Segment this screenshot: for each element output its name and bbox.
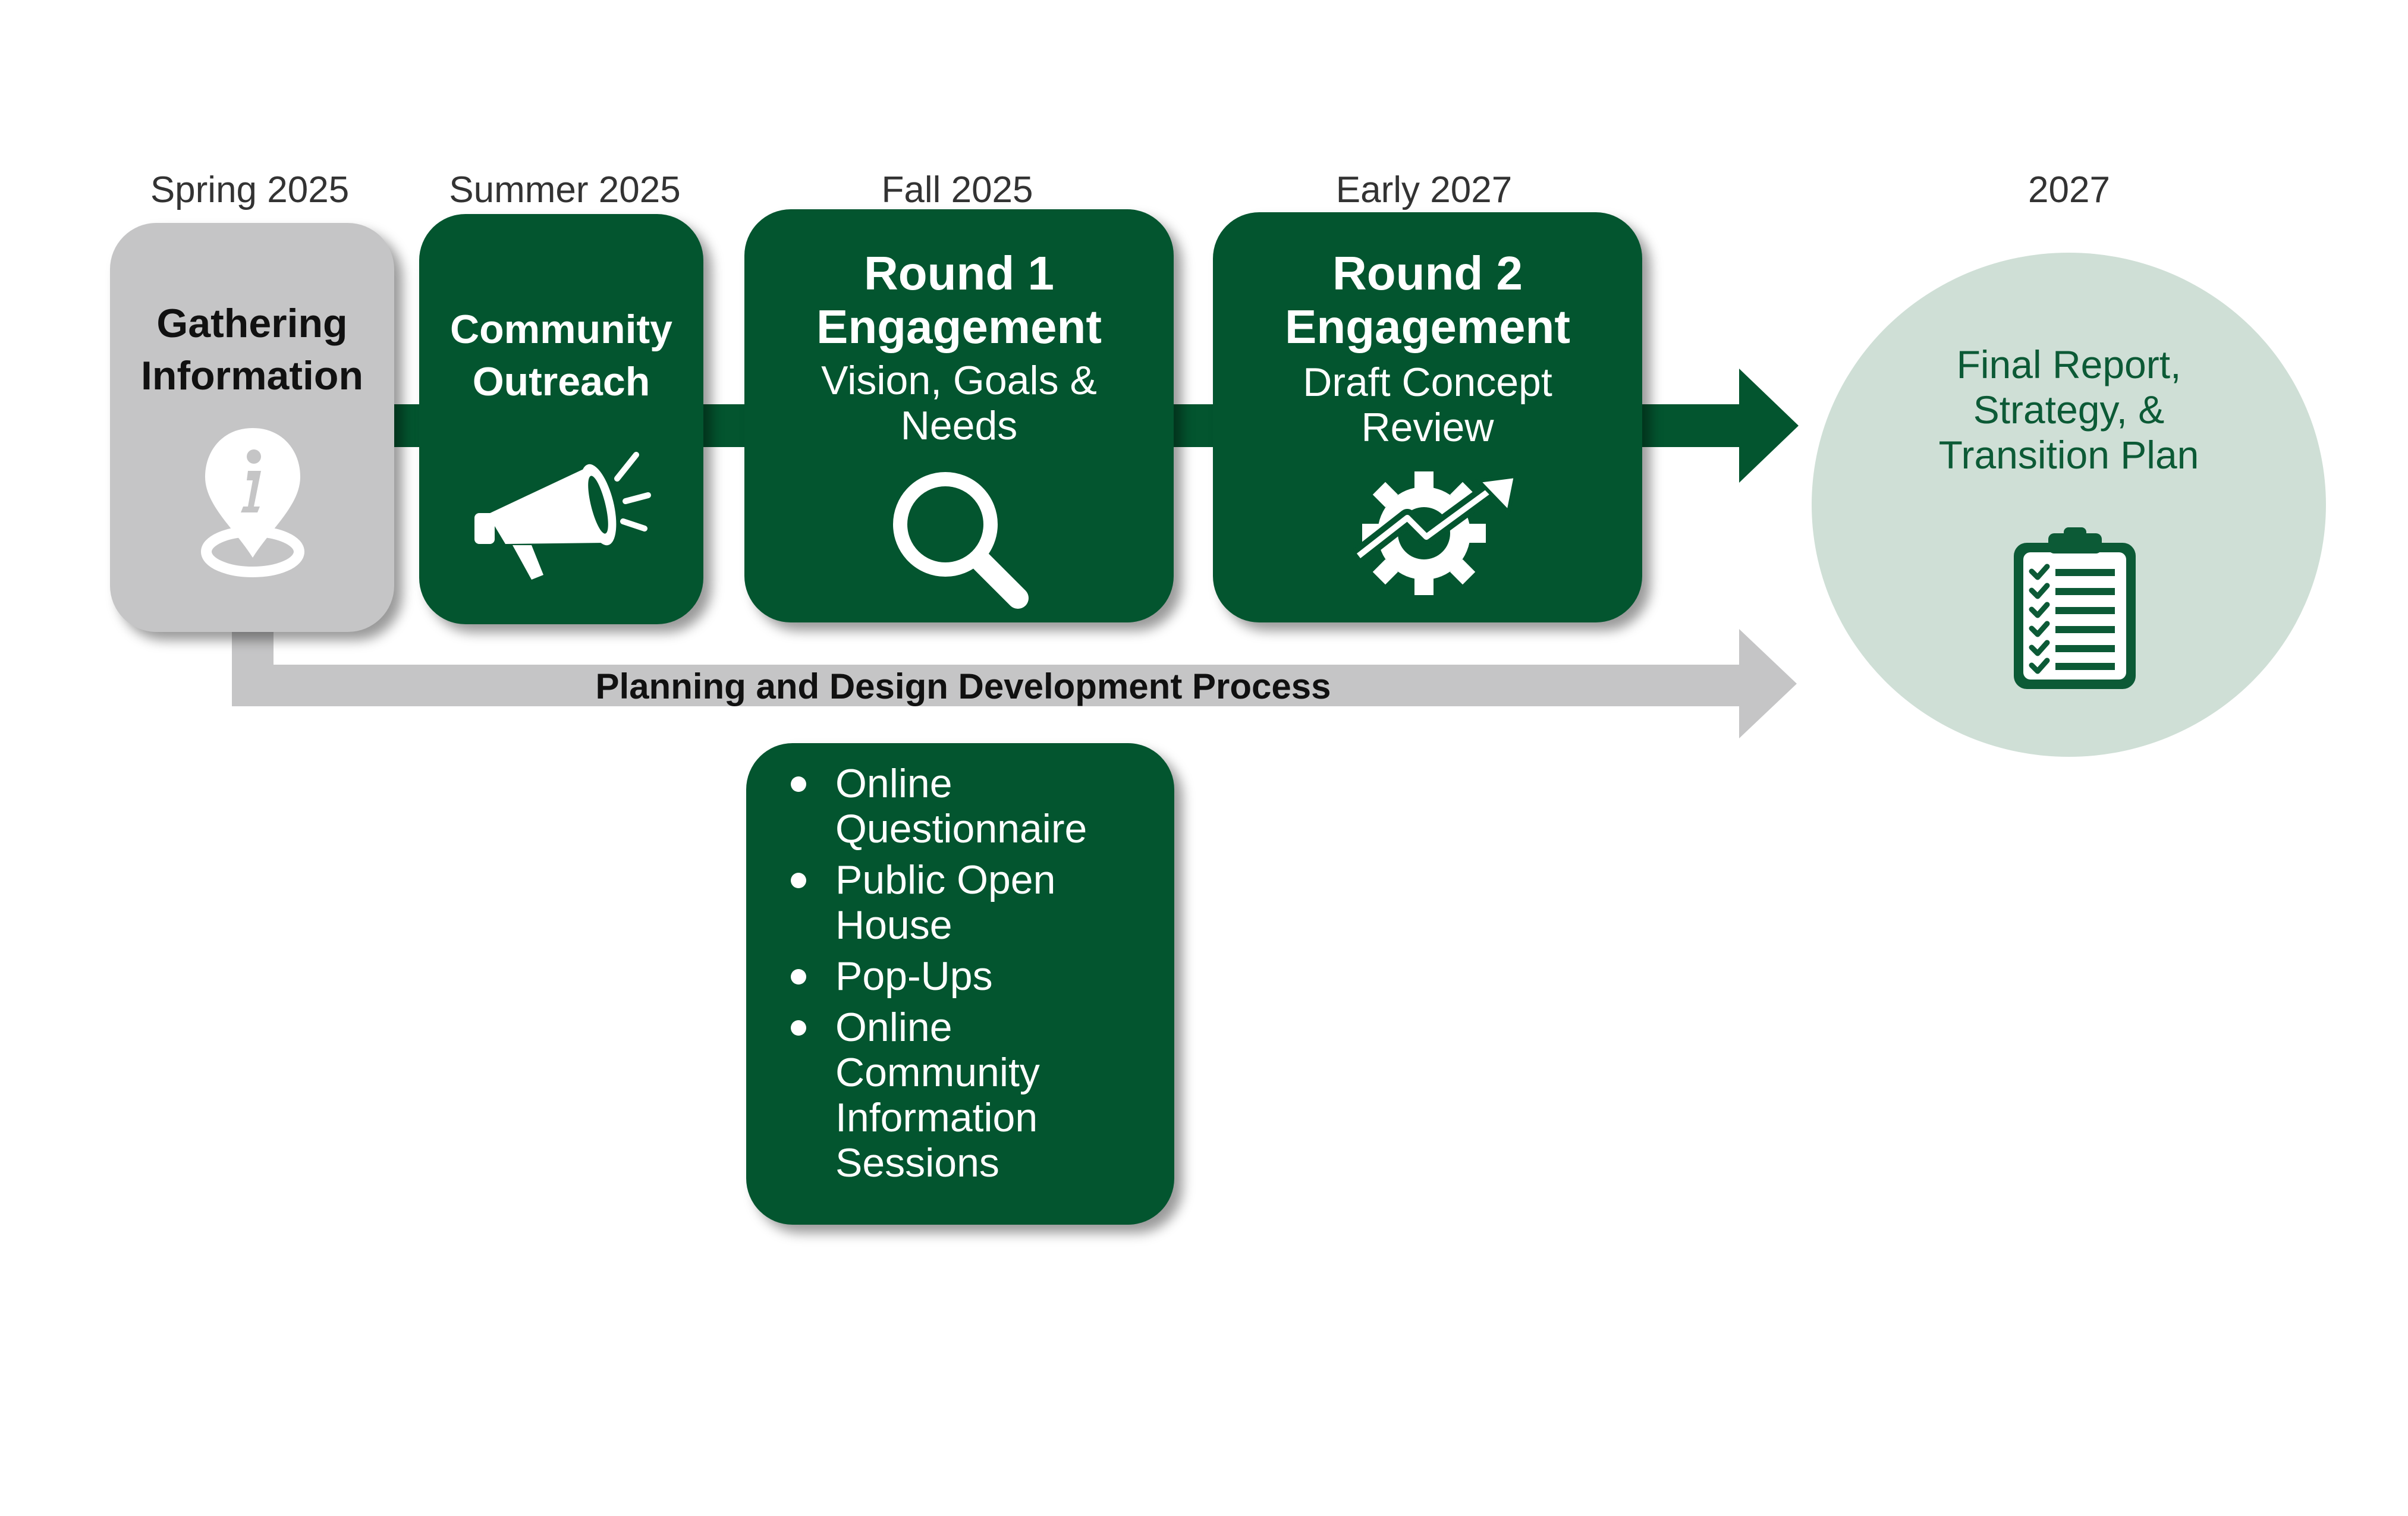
list-item: Online Questionnaire [746,761,1174,851]
phase-3-date: Fall 2025 [881,169,1033,210]
phase-2-title: Community Outreach [450,307,672,404]
final-date: 2027 [2028,169,2110,210]
phase-4-date: Early 2027 [1335,169,1513,210]
phase-4-title: Round 2 Engagement [1284,247,1571,353]
engagement-methods-box: Online Questionnaire Public Open House P… [746,743,1174,1225]
phase-community-outreach: Community Outreach [419,214,703,624]
phase-3-title: Round 1 Engagement [816,247,1102,353]
phase-2-date: Summer 2025 [449,169,681,210]
phase-gathering-information: Gathering Information [110,223,394,632]
bullet-icon [791,873,806,888]
phase-4-subtitle: Draft Concept Review [1303,360,1552,450]
list-item: Online Community Information Sessions [746,1005,1174,1185]
phase-round-1-engagement: Round 1 Engagement Vision, Goals & Needs [744,209,1174,622]
green-timeline-arrowhead [1739,369,1799,483]
engagement-methods-list: Online Questionnaire Public Open House P… [746,761,1174,1191]
magnifying-glass-icon [893,472,1029,609]
megaphone-icon [474,452,651,580]
phase-3-subtitle: Vision, Goals & Needs [821,358,1097,448]
final-outcome-text: Final Report, Strategy, & Transition Pla… [1938,342,2199,477]
info-location-pin-icon [201,428,304,577]
bullet-icon [791,1020,806,1036]
final-outcome-circle: Final Report, Strategy, & Transition Pla… [1812,253,2326,757]
list-item: Pop-Ups [746,954,1174,999]
phase-1-date: Spring 2025 [150,169,350,210]
phase-round-2-engagement: Round 2 Engagement Draft Concept Review [1213,212,1642,622]
phase-1-title: Gathering Information [141,301,363,398]
grey-process-arrow [232,624,1797,738]
bullet-icon [791,969,806,985]
gear-trend-arrow-icon [1353,471,1518,595]
process-label: Planning and Design Development Process [595,666,1331,706]
clipboard-checklist-icon [2014,527,2136,689]
bullet-icon [791,776,806,792]
list-item: Public Open House [746,857,1174,948]
